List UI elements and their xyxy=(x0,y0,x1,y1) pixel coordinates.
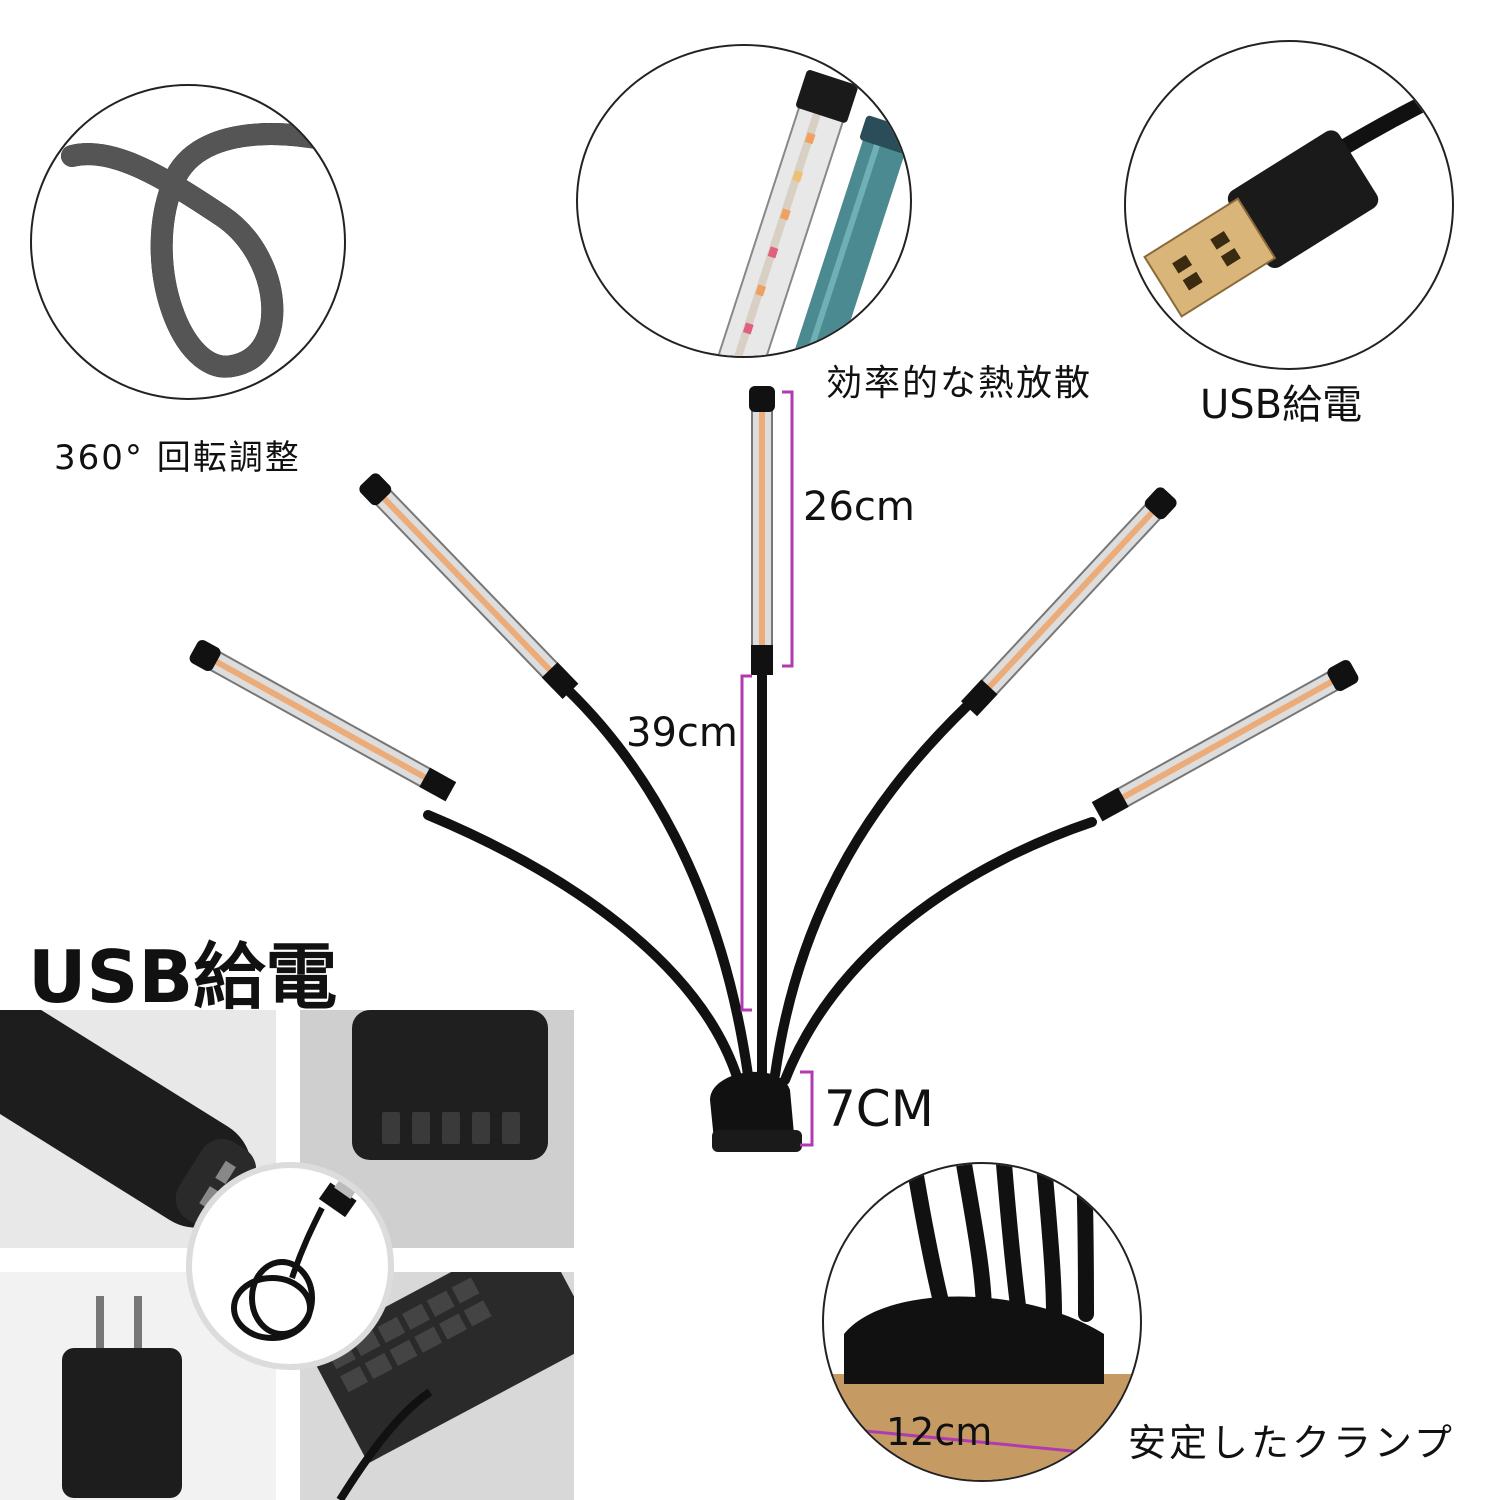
rotation-label: 360° 回転調整 xyxy=(54,438,301,478)
heat-label: 効率的な熱放散 xyxy=(826,363,1093,404)
led-dots xyxy=(742,132,816,335)
coiled-gooseneck-image xyxy=(61,123,344,378)
gooseneck-arm-1 xyxy=(423,810,743,1085)
gooseneck-arm-4 xyxy=(770,700,973,1080)
clamp-detail-circle xyxy=(822,1162,1142,1482)
dimension-7cm-label: 7CM xyxy=(824,1080,934,1138)
light-bars xyxy=(189,386,1359,822)
usb-cable-image xyxy=(231,1172,361,1341)
heat-dissipation-circle xyxy=(576,44,912,358)
dim-39cm xyxy=(740,674,752,1012)
dimension-39cm-label: 39cm xyxy=(626,710,738,756)
usb-top-label: USB給電 xyxy=(1200,382,1363,428)
power-strip-image xyxy=(352,1010,548,1160)
gooseneck-arm-2 xyxy=(563,685,753,1080)
dimension-12cm-label: 12cm xyxy=(886,1410,993,1454)
usb-cable-circle xyxy=(186,1162,394,1370)
gooseneck-detail-circle xyxy=(30,84,346,400)
clamp-base xyxy=(710,1071,802,1152)
dim-26cm xyxy=(782,390,794,668)
usb-plug-image xyxy=(1143,80,1452,318)
clamp-label: 安定したクランプ xyxy=(1128,1421,1455,1465)
dim-7cm xyxy=(800,1070,814,1147)
dimension-lines xyxy=(740,390,814,1147)
gooseneck-arm-5 xyxy=(780,817,1097,1085)
usb-power-heading: USB給電 xyxy=(28,935,338,1019)
usb-plug-circle xyxy=(1124,40,1454,370)
dimension-26cm-label: 26cm xyxy=(803,484,915,530)
wall-adapter-image xyxy=(62,1296,182,1498)
